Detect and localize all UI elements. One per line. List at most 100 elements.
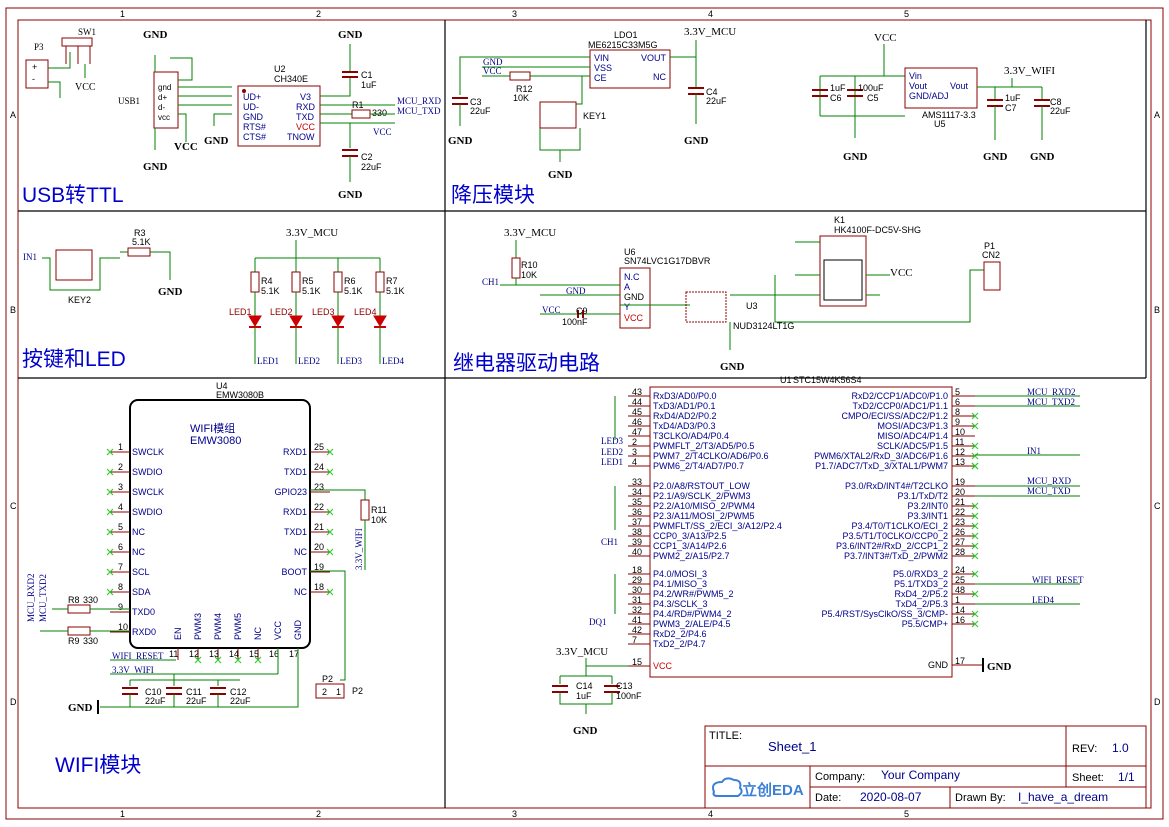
u4-right-pin-name: RXD1	[283, 447, 307, 457]
u4-bottom-pin-name: NC	[253, 627, 263, 640]
key1-switch[interactable]	[539, 101, 577, 129]
u4-emw3080[interactable]	[129, 399, 311, 649]
u5-ams1117[interactable]	[904, 67, 978, 109]
u1-left-pin-name: P4.3/SCLK_3	[653, 599, 708, 609]
gnd-u1: GND	[987, 661, 1012, 673]
r1-resistor[interactable]	[351, 109, 371, 119]
u2-ch340e[interactable]	[237, 85, 321, 147]
led-resistor[interactable]	[250, 271, 260, 293]
u4-title: EMW3080	[190, 435, 241, 447]
u2-pin-rts: RTS#	[243, 122, 266, 132]
u1-left-pin-num: 3	[632, 447, 637, 457]
grid-col-label-top: 4	[708, 9, 713, 19]
u1-right-pin-num: 10	[955, 427, 965, 437]
no-connect-marker	[106, 548, 114, 556]
led-resistor[interactable]	[333, 271, 343, 293]
u4-right-pin-name: NC	[294, 547, 307, 557]
net-v33mcu-ldo: 3.3V_MCU	[684, 26, 736, 38]
gnd-wifi: GND	[68, 702, 93, 714]
usb1-connector[interactable]	[153, 71, 179, 129]
ldo1-regulator[interactable]	[589, 49, 671, 89]
k1-coil-box	[823, 259, 863, 301]
u1-right-pin-name: SCLK/ADC5/P1.5	[877, 441, 948, 451]
gnd-u2: GND	[204, 135, 229, 147]
led-resistor-value: 5.1K	[302, 286, 321, 296]
sw1-switch[interactable]	[61, 37, 93, 47]
u1-left-pin-name: P2.1/A9/SCLK_2/PWM3	[653, 491, 751, 501]
net-v33mcu-u1: 3.3V_MCU	[556, 646, 608, 658]
no-connect-marker	[106, 508, 114, 516]
net-in1-key: IN1	[23, 252, 37, 262]
u1-left-pin-num: 44	[632, 397, 642, 407]
u5-pin-vin: Vin	[909, 71, 922, 81]
u1-right-pin-num: 28	[955, 547, 965, 557]
u4-left-pin-num: 1	[118, 442, 123, 452]
u1-left-pin-num: 29	[632, 575, 642, 585]
sheet-value: 1/1	[1118, 770, 1135, 784]
u6-pin-y: Y	[624, 302, 630, 312]
r9-label: R9	[68, 636, 80, 646]
no-connect-marker	[971, 552, 979, 560]
gnd-relay: GND	[720, 361, 745, 373]
r8-label: R8	[68, 595, 80, 605]
net-led4-mcu: LED4	[1032, 595, 1054, 605]
no-connect-marker	[326, 448, 334, 456]
u1-left-pin-name: P2.2/A10/MISO_2/PWM4	[653, 501, 755, 511]
c12-value: 22uF	[230, 696, 251, 706]
u1-right-pin-name: P3.2/INT0	[907, 501, 948, 511]
c7-label: C7	[1005, 103, 1017, 113]
u1-vcc-pin-name: VCC	[653, 661, 673, 671]
u6-buffer[interactable]	[619, 267, 651, 329]
net-mcu-rxd2-mcu: MCU_RXD2	[1027, 387, 1076, 397]
c5-label: C5	[867, 93, 879, 103]
ldo1-part: ME6215C33M5G	[588, 40, 658, 50]
led-resistor[interactable]	[375, 271, 385, 293]
r11-resistor[interactable]	[360, 499, 370, 521]
ldo1-pin-nc: NC	[653, 72, 666, 82]
key2-switch[interactable]	[55, 249, 93, 281]
r8-resistor[interactable]	[67, 604, 91, 614]
u1-right-pin-num: 22	[955, 507, 965, 517]
p3-connector[interactable]	[25, 59, 49, 89]
led-diode	[248, 315, 262, 327]
r3-resistor[interactable]	[127, 247, 151, 257]
r12-resistor[interactable]	[509, 71, 531, 81]
net-mcu-rxd-u2: MCU_RXD	[397, 96, 442, 106]
vcc-sw1: VCC	[75, 82, 96, 93]
led-resistor[interactable]	[291, 271, 301, 293]
section-borders	[18, 20, 1147, 808]
no-connect-marker	[326, 508, 334, 516]
p1-ref: P1	[984, 241, 995, 251]
k1-relay[interactable]	[819, 235, 867, 307]
u6-part: SN74LVC1G17DBVR	[624, 256, 711, 266]
u2-pin-vcc: VCC	[296, 122, 316, 132]
rev-label: REV:	[1072, 743, 1097, 755]
u1-right-pin-num: 6	[955, 397, 960, 407]
u2-pin-tnow: TNOW	[287, 132, 315, 142]
u1-gnd-pin-num: 17	[955, 656, 965, 666]
u2-pin-v3: V3	[300, 92, 311, 102]
no-connect-marker	[254, 656, 262, 664]
u1-left-pin-num: 34	[632, 487, 642, 497]
p1-part: CN2	[982, 250, 1000, 260]
p2-connector[interactable]	[315, 683, 345, 699]
led-resistor-value: 5.1K	[261, 286, 280, 296]
u1-left-pin-num: 41	[632, 615, 642, 625]
u1-left-pin-name: PWM7_2/T4CLKO/AD6/P0.6	[653, 451, 769, 461]
u4-left-pin-num: 3	[118, 482, 123, 492]
u2-ref: U2	[274, 64, 286, 74]
p3-label: P3	[34, 42, 44, 52]
r9-resistor[interactable]	[67, 626, 91, 636]
k1-part: HK4100F-DC5V-SHG	[834, 225, 921, 235]
u1-stc15w4k56s4[interactable]	[649, 386, 953, 678]
no-connect-marker	[106, 568, 114, 576]
net-mcu-txd-mcu: MCU_TXD	[1027, 486, 1071, 496]
no-connect-marker	[106, 588, 114, 596]
u1-left-pin-name: P2.3/A11/MOSI_2/PWM5	[653, 511, 754, 521]
r10-resistor[interactable]	[511, 257, 521, 279]
p1-connector[interactable]	[983, 261, 1001, 291]
u3-nud3124[interactable]	[685, 291, 727, 323]
u1-left-pin-name: PWM3_2/ALE/P4.5	[653, 619, 731, 629]
u4-bottom-pin-num: 11	[169, 649, 178, 659]
